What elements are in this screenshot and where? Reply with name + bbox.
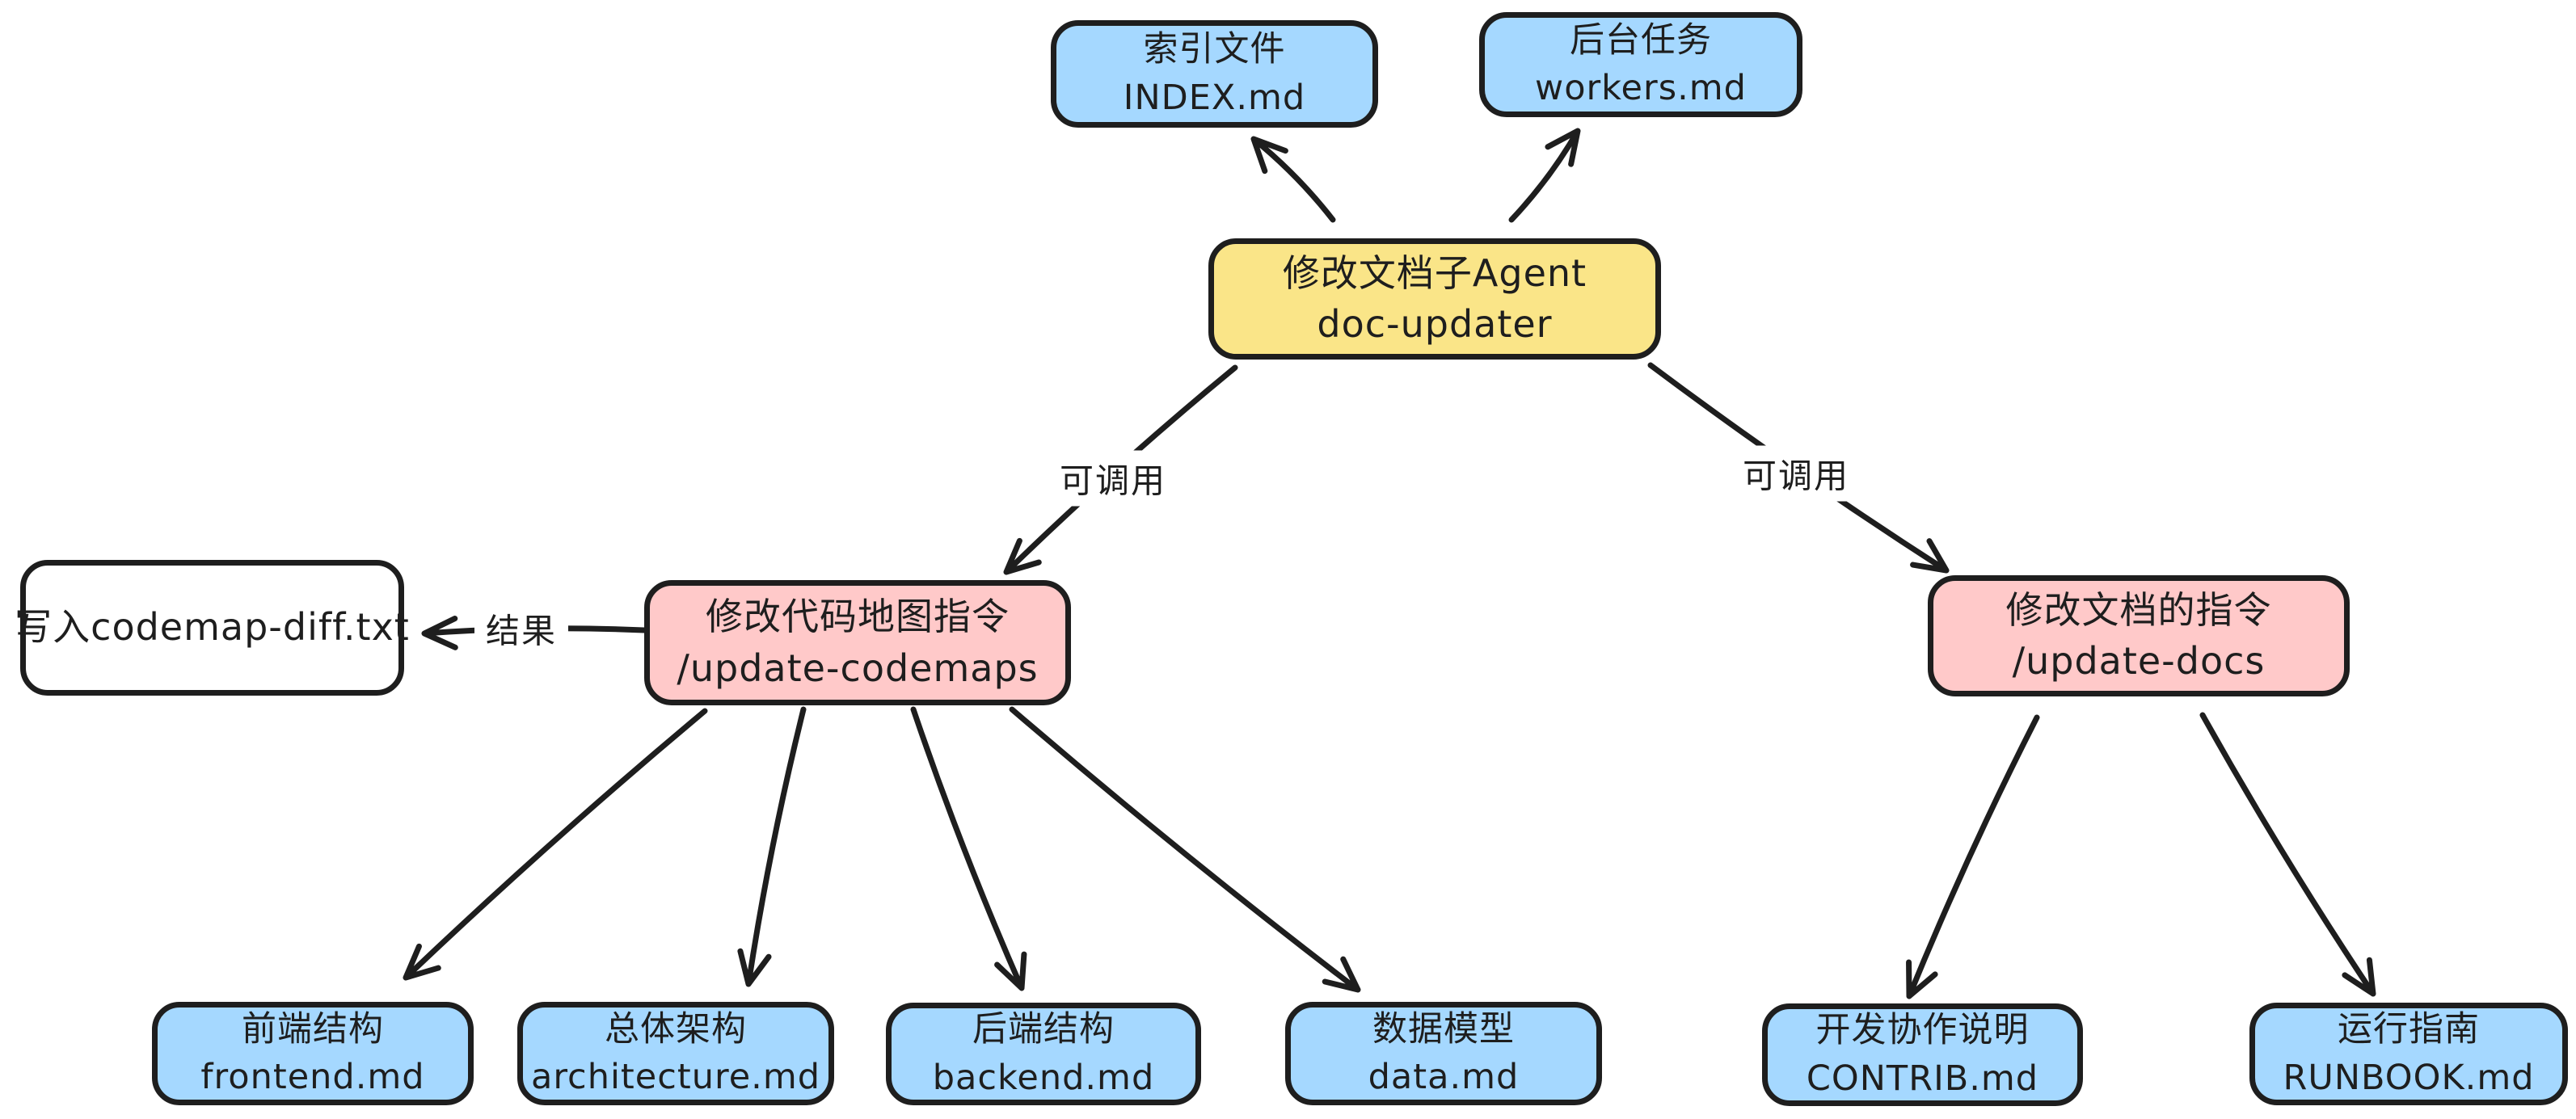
- node-backend-md: 后端结构 backend.md: [886, 1003, 1201, 1105]
- node-subtitle: architecture.md: [530, 1057, 821, 1097]
- node-codemap-diff: 写入codemap-diff.txt: [15, 560, 409, 696]
- edge-update-codemaps-to-data: [1009, 706, 1361, 993]
- node-data-md: 数据模型 data.md: [1285, 1002, 1602, 1105]
- node-title: 运行指南: [2338, 1009, 2480, 1050]
- node-title: 写入codemap-diff.txt: [15, 605, 410, 650]
- node-subtitle: backend.md: [932, 1057, 1155, 1098]
- node-subtitle: doc-updater: [1317, 302, 1553, 346]
- node-title: 后台任务: [1570, 19, 1712, 61]
- edge-agent-to-index: [1250, 136, 1336, 223]
- node-architecture-md: 总体架构 architecture.md: [517, 1002, 834, 1105]
- edge-update-docs-to-contrib: [1906, 714, 2040, 999]
- node-contrib-md: 开发协作说明 CONTRIB.md: [1762, 1003, 2083, 1106]
- node-subtitle: workers.md: [1535, 68, 1747, 108]
- edge-update-docs-to-runbook: [2199, 712, 2376, 997]
- node-title: 前端结构: [242, 1008, 384, 1050]
- node-index-md: 索引文件 INDEX.md: [1051, 20, 1378, 128]
- edge-label-result: 结果: [474, 600, 569, 657]
- node-subtitle: data.md: [1368, 1057, 1520, 1097]
- node-title: 总体架构: [605, 1008, 747, 1050]
- node-subtitle: INDEX.md: [1123, 77, 1306, 118]
- edge-agent-to-workers: [1508, 128, 1581, 223]
- node-title: 数据模型: [1372, 1008, 1515, 1050]
- edge-label-call-right: 可调用: [1731, 445, 1861, 502]
- node-title: 开发协作说明: [1815, 1010, 2030, 1051]
- edge-update-codemaps-to-backend: [910, 706, 1027, 991]
- node-subtitle: CONTRIB.md: [1806, 1058, 2039, 1099]
- edge-update-codemaps-to-frontend: [403, 708, 708, 981]
- node-frontend-md: 前端结构 frontend.md: [152, 1002, 474, 1105]
- node-update-codemaps: 修改代码地图指令 /update-codemaps: [644, 580, 1071, 705]
- node-workers-md: 后台任务 workers.md: [1479, 12, 1802, 117]
- node-runbook-md: 运行指南 RUNBOOK.md: [2249, 1003, 2568, 1105]
- node-title: 后端结构: [972, 1009, 1115, 1050]
- edge-update-codemaps-to-architecture: [737, 706, 807, 987]
- node-subtitle: RUNBOOK.md: [2283, 1057, 2535, 1098]
- node-title: 索引文件: [1143, 29, 1286, 70]
- node-title: 修改文档的指令: [2005, 587, 2272, 632]
- node-update-docs: 修改文档的指令 /update-docs: [1928, 575, 2350, 696]
- edge-label-call-left: 可调用: [1048, 450, 1178, 507]
- node-title: 修改文档子Agent: [1282, 250, 1587, 295]
- node-title: 修改代码地图指令: [706, 595, 1010, 639]
- node-subtitle: /update-codemaps: [677, 646, 1039, 690]
- node-doc-updater: 修改文档子Agent doc-updater: [1208, 238, 1661, 360]
- node-subtitle: frontend.md: [200, 1057, 425, 1097]
- node-subtitle: /update-docs: [2012, 639, 2266, 683]
